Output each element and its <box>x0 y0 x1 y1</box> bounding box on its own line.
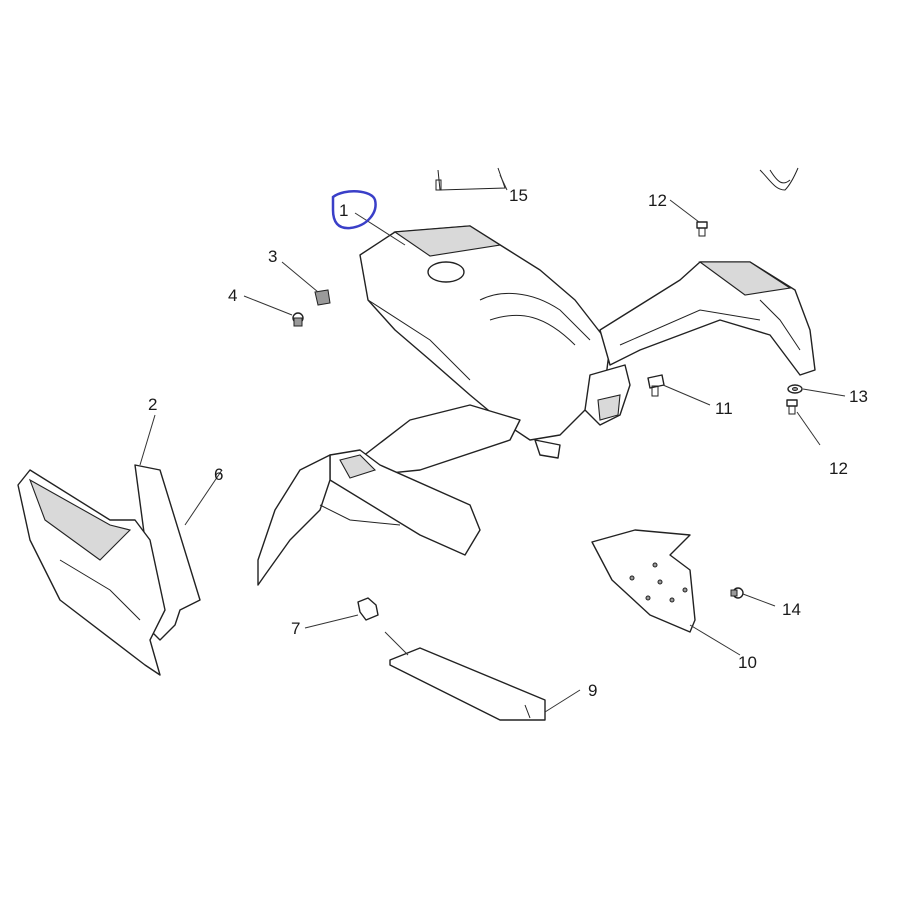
part-10-plate <box>591 529 696 633</box>
callout-12-top: 12 <box>648 191 667 210</box>
part-1-rear-fender <box>257 225 816 586</box>
part-14-screw <box>730 587 744 599</box>
part-15-bracket <box>435 167 506 191</box>
callout-14: 14 <box>782 600 801 619</box>
callout-4: 4 <box>228 286 237 305</box>
callout-6: 6 <box>214 465 223 484</box>
part-3-clip <box>314 289 331 306</box>
callout-15: 15 <box>509 186 528 205</box>
callout-1: 1 <box>339 201 348 220</box>
part-13-washer <box>787 384 803 394</box>
callout-9: 9 <box>588 681 597 700</box>
callout-11: 11 <box>715 399 733 418</box>
callout-12-bottom: 12 <box>829 459 848 478</box>
callout-2: 2 <box>148 395 157 414</box>
part-11-push-pin <box>647 374 665 397</box>
callout-1-highlight-circle <box>331 190 377 230</box>
cable-fragment <box>759 167 799 191</box>
callout-13: 13 <box>849 387 868 406</box>
part-4-screw <box>292 312 304 327</box>
part-7-clip <box>357 597 379 621</box>
callout-10: 10 <box>738 653 757 672</box>
part-9-panel <box>389 647 546 721</box>
part-2-flap <box>17 469 166 676</box>
callout-3: 3 <box>268 247 277 266</box>
leader-lines <box>139 174 846 713</box>
part-12-screw-top <box>696 221 708 237</box>
part-12-screw-bottom <box>786 399 798 415</box>
callout-7: 7 <box>291 619 300 638</box>
